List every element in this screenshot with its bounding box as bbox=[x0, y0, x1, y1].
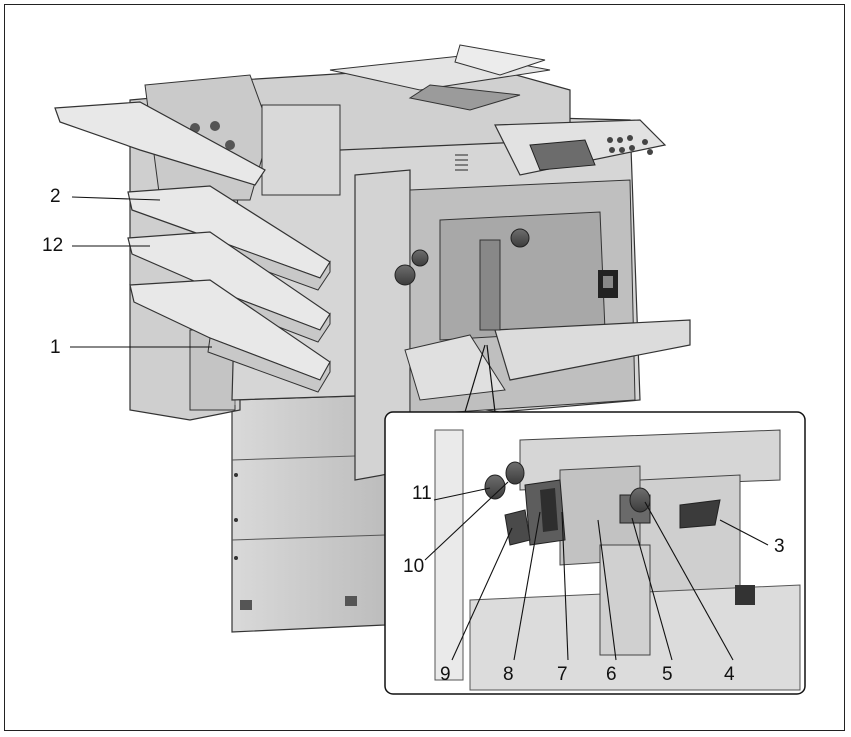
callout-11: 11 bbox=[412, 483, 432, 504]
leader-11 bbox=[433, 487, 491, 501]
callout-7: 7 bbox=[557, 664, 568, 685]
leader-3 bbox=[719, 519, 769, 546]
callout-9: 9 bbox=[440, 664, 451, 685]
leader-lines bbox=[70, 196, 769, 661]
detail-inset bbox=[384, 344, 806, 695]
callout-1: 1 bbox=[50, 337, 61, 358]
callout-4: 4 bbox=[724, 664, 735, 685]
leader-4 bbox=[644, 501, 734, 661]
callout-12: 12 bbox=[42, 235, 64, 256]
callout-6: 6 bbox=[606, 664, 617, 685]
copier-main-body bbox=[129, 44, 691, 633]
callout-10: 10 bbox=[403, 556, 425, 577]
callout-2: 2 bbox=[50, 186, 61, 207]
output-trays bbox=[54, 101, 331, 393]
inset-mechanism bbox=[434, 429, 801, 691]
leader-10 bbox=[424, 481, 509, 561]
leader-8 bbox=[513, 511, 541, 661]
leader-7 bbox=[561, 511, 569, 661]
callout-5: 5 bbox=[662, 664, 673, 685]
callout-3: 3 bbox=[774, 536, 785, 557]
leader-6 bbox=[597, 519, 617, 661]
leader-9 bbox=[451, 527, 513, 661]
leader-2 bbox=[71, 196, 161, 201]
callout-8: 8 bbox=[503, 664, 514, 685]
leader-5 bbox=[631, 517, 673, 661]
